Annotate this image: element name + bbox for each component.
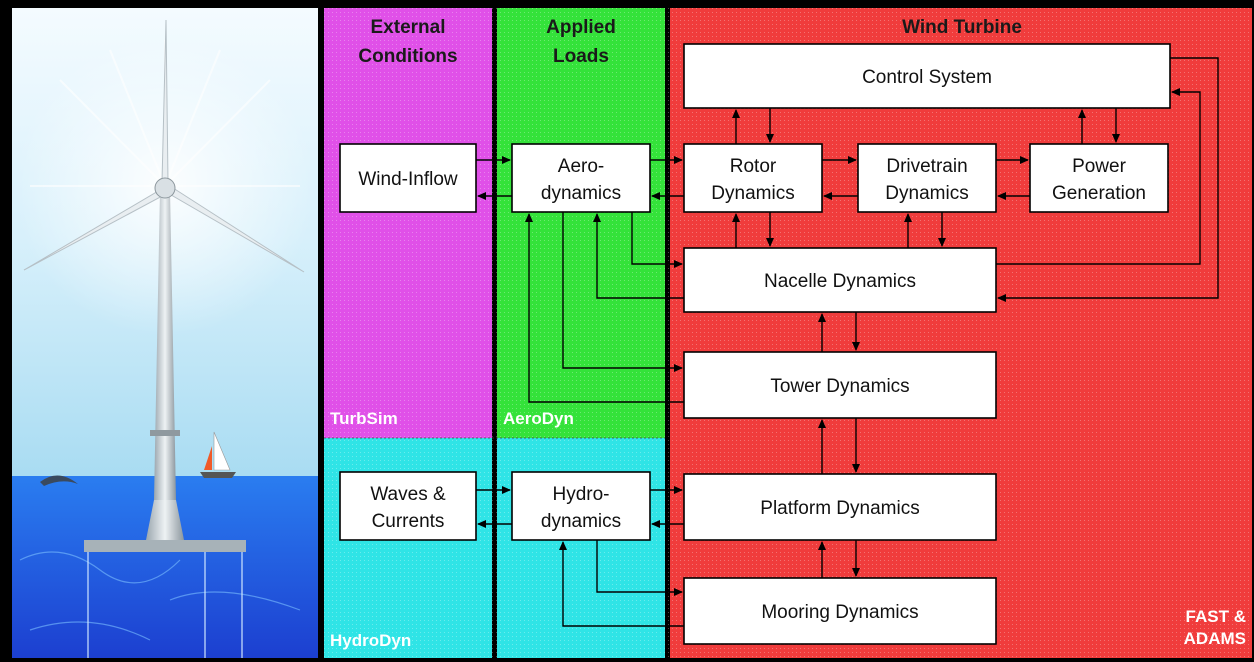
hydrodyn-label: HydroDyn (330, 631, 411, 650)
mooring-dynamics-box: Mooring Dynamics (683, 577, 997, 645)
panel-backgrounds (324, 8, 1252, 658)
connection-arrows (476, 57, 1219, 627)
mooring-label: Mooring Dynamics (761, 602, 918, 623)
platform-dynamics-box: Platform Dynamics (683, 473, 997, 541)
applied-title-line1: Applied (546, 17, 616, 38)
aero-label-line2: dynamics (541, 183, 621, 204)
waves-label-line1: Waves & (370, 484, 446, 505)
drivetrain-label-line1: Drivetrain (886, 156, 967, 177)
aerodynamics-box: Aero- dynamics (511, 143, 651, 213)
aero-label-line1: Aero- (558, 156, 604, 177)
fast-label: FAST & (1186, 607, 1246, 626)
wind-inflow-label: Wind-Inflow (358, 169, 458, 190)
rotor-label-line1: Rotor (730, 156, 777, 177)
power-generation-box: Power Generation (1029, 143, 1169, 213)
hydrodynamics-box: Hydro- dynamics (511, 471, 651, 541)
external-title-line2: Conditions (358, 46, 457, 67)
rotor-label-line2: Dynamics (711, 183, 794, 204)
adams-label: ADAMS (1184, 629, 1246, 648)
turbine-illustration (12, 8, 318, 658)
nacelle-dynamics-box: Nacelle Dynamics (683, 247, 997, 313)
aerodyn-label: AeroDyn (503, 409, 574, 428)
platform-label: Platform Dynamics (760, 498, 919, 519)
power-label-line1: Power (1072, 156, 1127, 177)
hydro-label-line2: dynamics (541, 511, 621, 532)
turbsim-label: TurbSim (330, 409, 398, 428)
drivetrain-label-line2: Dynamics (885, 183, 968, 204)
nacelle-label: Nacelle Dynamics (764, 271, 916, 292)
waves-currents-box: Waves & Currents (339, 471, 477, 541)
turbine-title: Wind Turbine (902, 17, 1022, 38)
waves-label-line2: Currents (372, 511, 445, 532)
power-label-line2: Generation (1052, 183, 1146, 204)
applied-title-line2: Loads (553, 46, 609, 67)
tower-dynamics-box: Tower Dynamics (683, 351, 997, 419)
control-system-label: Control System (862, 67, 992, 88)
wind-inflow-box: Wind-Inflow (339, 143, 477, 213)
rotor-dynamics-box: Rotor Dynamics (683, 143, 823, 213)
hydro-label-line1: Hydro- (552, 484, 609, 505)
external-title-line1: External (371, 17, 446, 38)
tower-label: Tower Dynamics (770, 376, 909, 397)
drivetrain-dynamics-box: Drivetrain Dynamics (857, 143, 997, 213)
control-system-box: Control System (683, 43, 1171, 109)
